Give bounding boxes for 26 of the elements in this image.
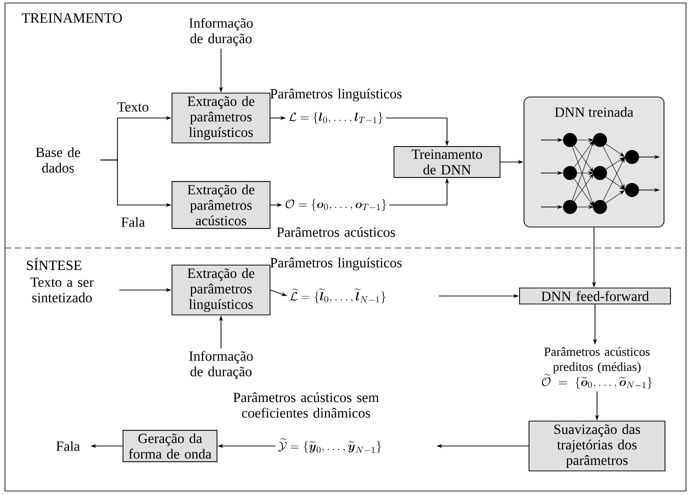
formula: Parâmetros acústicos preditos (médias) $\widetilde{\mathcal{O}}=\{\widetilde{\boldsymbol{o}}_0,\ldots,\widetilde{\boldsymbol{o}}_{N-1}\}$ xyxy=(542,347,652,389)
process-box: Extração de parâmetros linguísticos xyxy=(172,92,270,144)
text-label: Fala xyxy=(56,441,80,451)
edge-label: Texto xyxy=(117,102,148,112)
process-box: Geração da forma de onda xyxy=(122,430,218,462)
caption: Parâmetros acústicos sem coeficientes dinâmicos xyxy=(233,392,379,418)
formula: $\widetilde{\mathcal{Y}}=\{\widetilde{\boldsymbol{y}}_0,\ldots,\widetilde{\boldsymbol{y}}_{N-1}\}$ xyxy=(278,438,382,454)
network-box: DNN treinada xyxy=(524,96,664,228)
edge-label: Fala xyxy=(121,217,145,227)
caption: Parâmetros acústicos xyxy=(276,227,395,237)
section-title: TREINAMENTO xyxy=(22,13,122,23)
caption: Parâmetros linguísticos xyxy=(270,258,402,270)
formula: $\mathcal{L}=\{\boldsymbol{l}_0,\ldots,\boldsymbol{l}_{T-1}\}$ xyxy=(288,112,383,124)
formula: $\mathcal{O}=\{\boldsymbol{o}_0,\ldots,\boldsymbol{o}_{T-1}\}$ xyxy=(286,199,386,211)
formula: $\widetilde{\mathcal{L}}=\{\widetilde{\boldsymbol{l}}_0,\ldots,\widetilde{\boldsymbol{l}}_{N-1}\}$ xyxy=(290,288,386,304)
process-box: DNN feed-forward xyxy=(519,288,671,304)
text-label: Base de dados xyxy=(36,147,80,173)
process-box: Suavização das trajetórias dos parâmetros xyxy=(528,420,666,472)
process-box: Treinamento de DNN xyxy=(394,146,500,178)
text-label: Informação de duração xyxy=(189,18,253,46)
text-label: Informação de duração xyxy=(189,350,253,380)
text-label: Texto a ser sintetizado xyxy=(30,278,94,302)
caption: Parâmetros linguísticos xyxy=(270,88,402,102)
process-box: Extração de parâmetros linguísticos xyxy=(172,264,270,316)
section-title: SÍNTESE xyxy=(26,258,82,270)
process-box: Extração de parâmetros acústicos xyxy=(172,181,270,229)
